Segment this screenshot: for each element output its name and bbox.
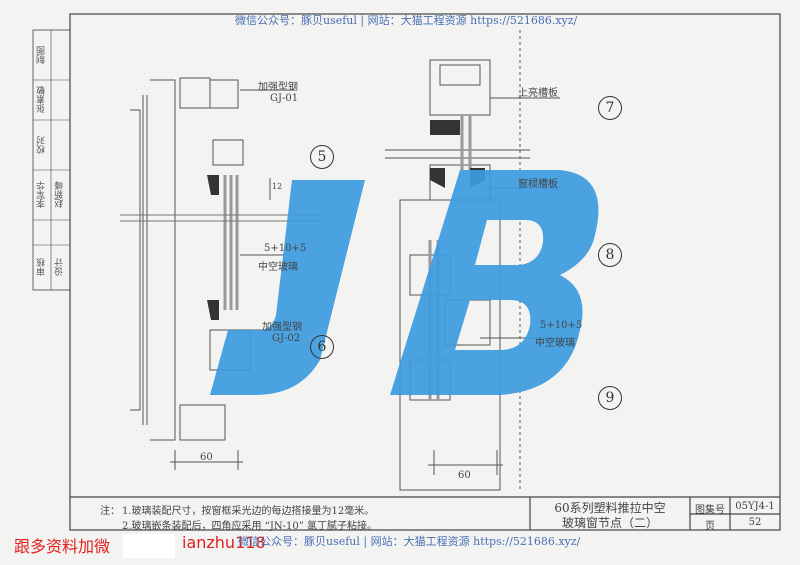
outer-frame bbox=[150, 79, 176, 441]
label-glass-1: 5+10+5 bbox=[264, 243, 307, 254]
label-glass-1-name: 中空玻璃 bbox=[258, 262, 298, 273]
atlas-label: 图集号 bbox=[695, 505, 725, 516]
watermark-bottom: 微信公众号：豚贝useful | 网站：大猫工程资源 https://52168… bbox=[238, 535, 581, 548]
dim-60-right: 60 bbox=[458, 470, 471, 481]
label-reinforce-2-code: GJ-02 bbox=[272, 333, 301, 344]
detail-marker-8: 8 bbox=[598, 243, 622, 267]
page-value: 52 bbox=[748, 517, 762, 528]
title-line-1: 60系列塑料推拉中空 bbox=[554, 501, 666, 515]
signature-cell: 审核 bbox=[37, 258, 47, 276]
signature-cell: 赵新峰 bbox=[55, 181, 65, 209]
label-top-slot: 上亮槽板 bbox=[518, 88, 558, 99]
watermark-top: 微信公众号：豚贝useful | 网站：大猫工程资源 https://52168… bbox=[235, 14, 578, 27]
jb-logo bbox=[210, 170, 599, 395]
promo-handle: ianzhu118 bbox=[182, 533, 266, 552]
note-2: 2.玻璃嵌条装配后，四角应采用 “JN-10” 氯丁腻子粘接。 bbox=[122, 521, 377, 532]
label-reinforce-2: 加强型钢 bbox=[262, 322, 302, 333]
title-line-2: 玻璃窗节点（二） bbox=[561, 516, 658, 530]
label-glass-2: 5+10+5 bbox=[540, 320, 583, 331]
promo-text: 跟多资料加微 bbox=[14, 537, 111, 556]
signature-cell: 校对 bbox=[37, 136, 47, 154]
label-sash-slot: 窗棂槽板 bbox=[518, 179, 558, 190]
dim-12: 12 bbox=[272, 182, 283, 191]
detail-marker-7: 7 bbox=[598, 96, 622, 120]
drawing-border bbox=[69, 13, 781, 531]
page-label: 页 bbox=[705, 521, 715, 532]
dim-60-left: 60 bbox=[200, 452, 213, 463]
redaction-box bbox=[123, 534, 175, 558]
signature-cell: 李军华 bbox=[37, 181, 47, 209]
signature-cell: 张素敏 bbox=[37, 86, 47, 114]
label-reinforce-1-code: GJ-01 bbox=[270, 93, 299, 104]
detail-marker-6: 6 bbox=[310, 335, 334, 359]
signature-cell: 设计 bbox=[55, 258, 65, 276]
notes-prefix: 注： bbox=[100, 506, 120, 517]
atlas-value: 05YJ4-1 bbox=[735, 501, 775, 512]
label-glass-2-name: 中空玻璃 bbox=[535, 338, 575, 349]
signature-cell: 制图 bbox=[37, 46, 47, 64]
detail-marker-9: 9 bbox=[598, 386, 622, 410]
detail-marker-5: 5 bbox=[310, 145, 334, 169]
label-reinforce-1: 加强型钢 bbox=[258, 82, 298, 93]
note-1: 1.玻璃装配尺寸，按窗框采光边的每边搭接量为12毫米。 bbox=[122, 506, 375, 517]
